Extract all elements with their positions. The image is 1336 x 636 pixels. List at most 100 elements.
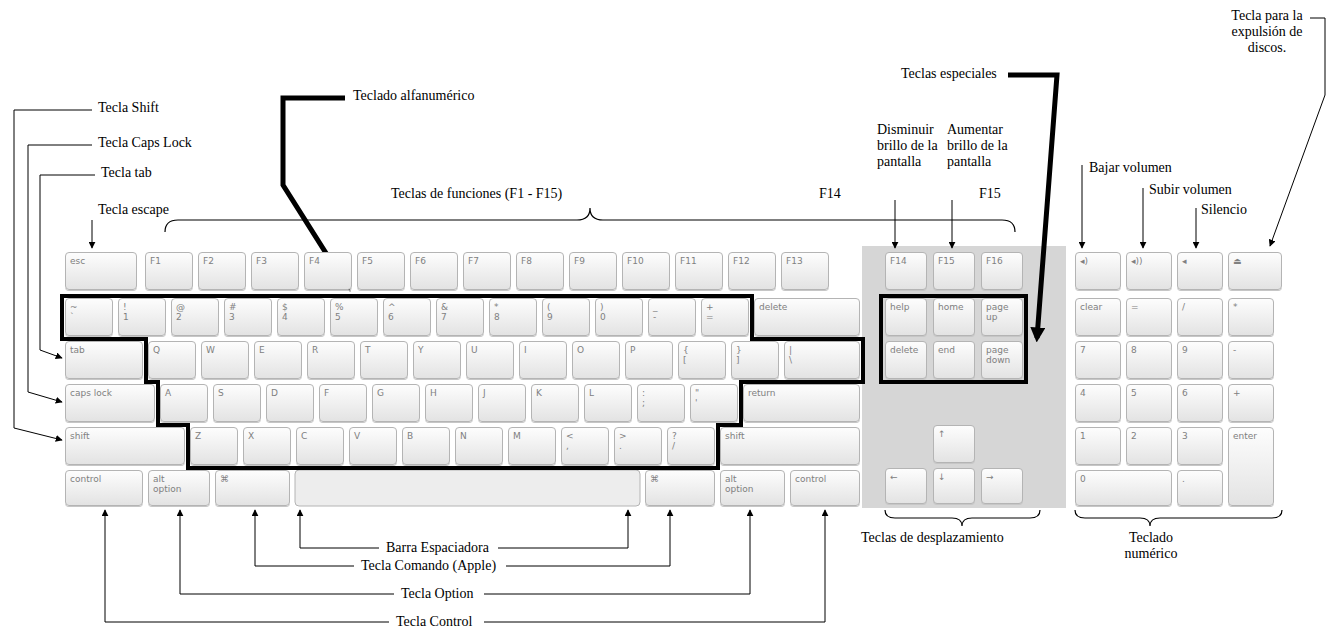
keyboard-key: ↑ (933, 425, 975, 463)
keyboard-key: clear (1075, 298, 1121, 336)
keyboard-key: O (572, 341, 620, 379)
leader-line (300, 510, 379, 548)
keyboard-key: esc (65, 252, 137, 290)
keyboard-middle-panel (862, 246, 1066, 508)
keyboard-key: ~` (65, 298, 113, 336)
key-legend: caps lock (70, 388, 150, 398)
keyboard-key: U (466, 341, 514, 379)
key-legend: 7 (441, 312, 479, 322)
key-legend: Q (153, 345, 191, 355)
callout-label: Teclas de funciones (F1 - F15) (390, 186, 563, 202)
keyboard-key: >. (614, 427, 662, 465)
callout-label: F14 (818, 186, 842, 202)
keyboard-key: F4 (304, 252, 352, 290)
key-legend: 3 (229, 312, 267, 322)
keyboard-key: return (743, 384, 860, 422)
key-legend: T (365, 345, 403, 355)
callout-label: Tecla escape (97, 202, 170, 218)
keyboard-key: )0 (595, 298, 643, 336)
key-legend: , (566, 441, 604, 451)
keyboard-key: |\ (784, 341, 860, 379)
key-legend: 2 (176, 312, 214, 322)
curly-brace (1075, 510, 1282, 526)
key-legend: shift (70, 431, 180, 441)
key-legend: ↑ (938, 429, 970, 439)
callout-label: Tecla Control (395, 614, 473, 630)
keyboard-key: %5 (330, 298, 378, 336)
keyboard-key: #3 (224, 298, 272, 336)
key-legend: P (630, 345, 668, 355)
key-legend: ? (672, 431, 710, 441)
callout-label: Subir volumen (1148, 182, 1233, 198)
key-legend: D (271, 388, 309, 398)
keyboard-key: 5 (1126, 384, 1172, 422)
keyboard-key: 9 (1177, 341, 1223, 379)
key-legend: % (335, 302, 373, 312)
keyboard-key: delete (885, 341, 927, 379)
key-legend: | (789, 345, 855, 355)
keyboard-key: F7 (463, 252, 511, 290)
keyboard-key: F8 (516, 252, 564, 290)
key-legend: F6 (415, 256, 453, 266)
keyboard-key: F15 (933, 252, 975, 290)
key-legend: 0 (600, 312, 638, 322)
keyboard-key: - (1228, 341, 1274, 379)
key-legend: 2 (1131, 431, 1167, 441)
key-legend: _ (653, 302, 691, 312)
keyboard-key: H (425, 384, 473, 422)
alphanumeric-outline (62, 296, 863, 468)
key-legend: option (725, 484, 780, 494)
special-keys-outline (881, 296, 1026, 382)
key-legend: control (795, 474, 855, 484)
keyboard-key: B (402, 427, 450, 465)
keyboard-key: P (625, 341, 673, 379)
keyboard-key: F14 (885, 252, 927, 290)
leader-line (506, 510, 670, 566)
key-legend: F10 (627, 256, 665, 266)
key-legend: / (1182, 302, 1218, 312)
key-legend: 0 (1080, 474, 1167, 484)
key-legend: G (377, 388, 415, 398)
leader-line (180, 510, 394, 594)
key-legend: ~ (70, 302, 108, 312)
key-legend: W (206, 345, 244, 355)
keyboard-key: 7 (1075, 341, 1121, 379)
keyboard-key: (9 (542, 298, 590, 336)
keyboard-key: N (455, 427, 503, 465)
keyboard-key: &7 (436, 298, 484, 336)
key-legend: : (642, 388, 680, 398)
keyboard-key: 0 (1075, 470, 1172, 506)
key-legend: F2 (203, 256, 241, 266)
callout-label: Barra Espaciadora (385, 540, 490, 556)
key-legend: F15 (938, 256, 970, 266)
keyboard-key: ◂)) (1126, 252, 1172, 290)
keyboard-key: 2 (1126, 427, 1172, 465)
key-legend: F (324, 388, 362, 398)
key-legend: A (165, 388, 203, 398)
keyboard-key: 4 (1075, 384, 1121, 422)
keyboard-key: *8 (489, 298, 537, 336)
key-legend: . (619, 441, 657, 451)
key-legend: = (1131, 302, 1167, 312)
keyboard-key: caps lock (65, 384, 155, 422)
callout-label: F15 (978, 186, 1002, 202)
keyboard-key: ◂ (1177, 252, 1223, 290)
key-legend: F9 (574, 256, 612, 266)
key-legend: F12 (733, 256, 771, 266)
key-legend: control (70, 474, 138, 484)
keyboard-key: }] (731, 341, 779, 379)
keyboard-key: E (254, 341, 302, 379)
callout-label: Teclas especiales (900, 66, 998, 82)
key-legend: 4 (282, 312, 320, 322)
key-legend: Z (195, 431, 233, 441)
keyboard-key: R (307, 341, 355, 379)
callout-label: Tecla tab (100, 165, 153, 181)
keyboard-key: F1 (145, 252, 193, 290)
leader-line (105, 510, 389, 622)
key-legend: ⌘ (650, 474, 710, 484)
keyboard-key: ↓ (933, 468, 975, 504)
keyboard-key: "' (690, 384, 738, 422)
key-legend: esc (70, 256, 132, 266)
keyboard-key: control (790, 470, 860, 506)
callout-label: Tecla Comando (Apple) (360, 558, 497, 574)
